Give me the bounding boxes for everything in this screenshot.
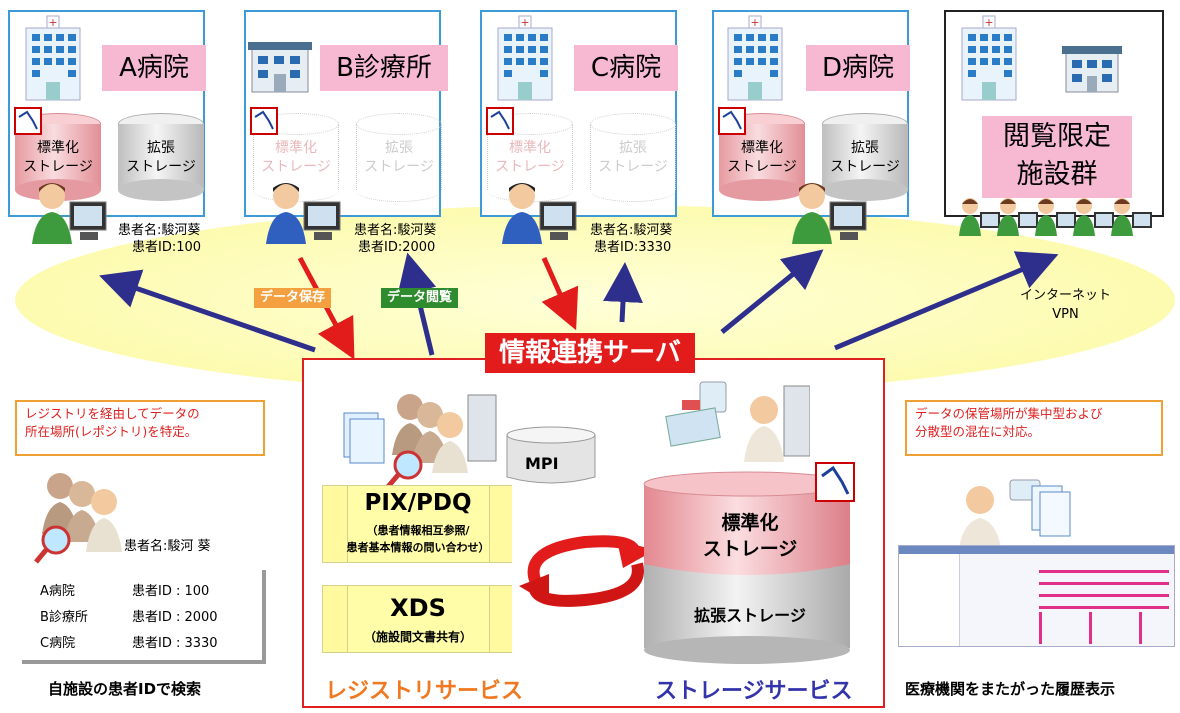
pix-pdq-box: PIX/PDQ （患者情報相互参照/患者基本情報の問い合わせ） (322, 485, 512, 563)
standard-logo-icon (250, 107, 278, 135)
svg-text:+: + (750, 16, 759, 29)
facility-name: B診療所 (320, 45, 448, 91)
user-terminal-icon (266, 183, 341, 244)
standard-logo-icon (14, 107, 42, 135)
central-extended-storage-label: 拡張ストレージ (694, 606, 806, 625)
clinic-building-icon (248, 42, 312, 93)
table-cell: C病院 (40, 636, 76, 651)
extended-storage-cylinder: 拡張ストレージ (590, 113, 676, 202)
patient-info: 患者名:駿河葵患者ID:3330 (590, 223, 673, 255)
user-terminal-icon (32, 183, 107, 244)
hospital-building-icon: + (961, 15, 1017, 101)
xds-subtitle: （施設間文書共有） (363, 630, 472, 644)
left-patient-name: 患者名:駿河 葵 (124, 539, 211, 554)
server-title: 情報連携サーバ (485, 333, 695, 373)
data-view-tag: データ閲覧 (381, 288, 459, 308)
standard-logo-icon (718, 107, 746, 135)
pix-pdq-title: PIX/PDQ (364, 490, 472, 516)
patient-id-table: A病院 患者ID : 100 B診療所 患者ID : 2000 C病院 患者ID… (22, 570, 266, 664)
table-cell: B診療所 (40, 610, 88, 625)
patient-info: 患者名:駿河葵患者ID:100 (118, 223, 202, 255)
xds-title: XDS (390, 594, 446, 622)
sync-arrows-icon (519, 535, 655, 607)
mpi-label: MPI (525, 454, 559, 473)
facility-name: D病院 (806, 45, 910, 91)
extended-storage-cylinder: 拡張ストレージ (356, 113, 442, 202)
svg-text:+: + (520, 16, 529, 29)
right-caption: 医療機関をまたがった履歴表示 (905, 680, 1116, 698)
facility-name: A病院 (102, 45, 206, 91)
left-caption: 自施設の患者IDで検索 (48, 680, 202, 698)
hospital-building-icon: + (25, 15, 81, 101)
registry-note: レジストリを経由してデータの所在場所(レポジトリ)を特定。 (15, 400, 265, 456)
history-timeline-screenshot (898, 545, 1175, 647)
central-standard-storage-label: 標準化ストレージ (702, 512, 798, 560)
user-group-icon (959, 198, 1152, 236)
pix-pdq-subtitle: （患者情報相互参照/患者基本情報の問い合わせ） (346, 524, 490, 554)
standard-storage-cylinder: 標準化ストレージ (253, 113, 339, 202)
user-terminal-icon (792, 183, 867, 244)
registry-people-documents-icon (343, 394, 497, 491)
user-terminal-icon (502, 183, 577, 244)
table-cell: 患者ID : 3330 (132, 636, 218, 651)
data-save-tag: データ保存 (254, 288, 332, 308)
clinic-building-icon (1062, 46, 1122, 93)
extended-storage-cylinder: 拡張ストレージ (822, 113, 908, 201)
table-cell: 患者ID : 100 (132, 584, 210, 599)
history-view-people-icon (958, 479, 1071, 554)
facility-name: C病院 (574, 45, 678, 91)
table-cell: A病院 (40, 584, 75, 599)
patient-search-icon (34, 473, 122, 564)
storage-note: データの保管場所が集中型および分散型の混在に対応。 (905, 400, 1163, 456)
extended-storage-cylinder: 拡張ストレージ (118, 113, 204, 201)
mpi-database-icon (506, 426, 596, 484)
standard-logo-icon (486, 107, 514, 135)
hospital-building-icon: + (497, 15, 553, 101)
storage-people-medicine-icon (665, 381, 810, 462)
standard-storage-cylinder: 標準化ストレージ (719, 113, 805, 201)
hospital-building-icon: + (727, 15, 783, 101)
standard-logo-icon (815, 462, 855, 502)
central-storage-cylinder (643, 471, 851, 664)
svg-text:+: + (984, 16, 993, 29)
facility-name: 閲覧限定施設群 (982, 116, 1132, 198)
patient-info: 患者名:駿河葵患者ID:2000 (354, 223, 437, 255)
svg-text:+: + (48, 16, 57, 29)
xds-box: XDS （施設間文書共有） (322, 585, 512, 653)
registry-service-label: レジストリサービス (325, 679, 524, 704)
table-cell: 患者ID : 2000 (132, 610, 218, 625)
storage-service-label: ストレージサービス (655, 679, 853, 704)
